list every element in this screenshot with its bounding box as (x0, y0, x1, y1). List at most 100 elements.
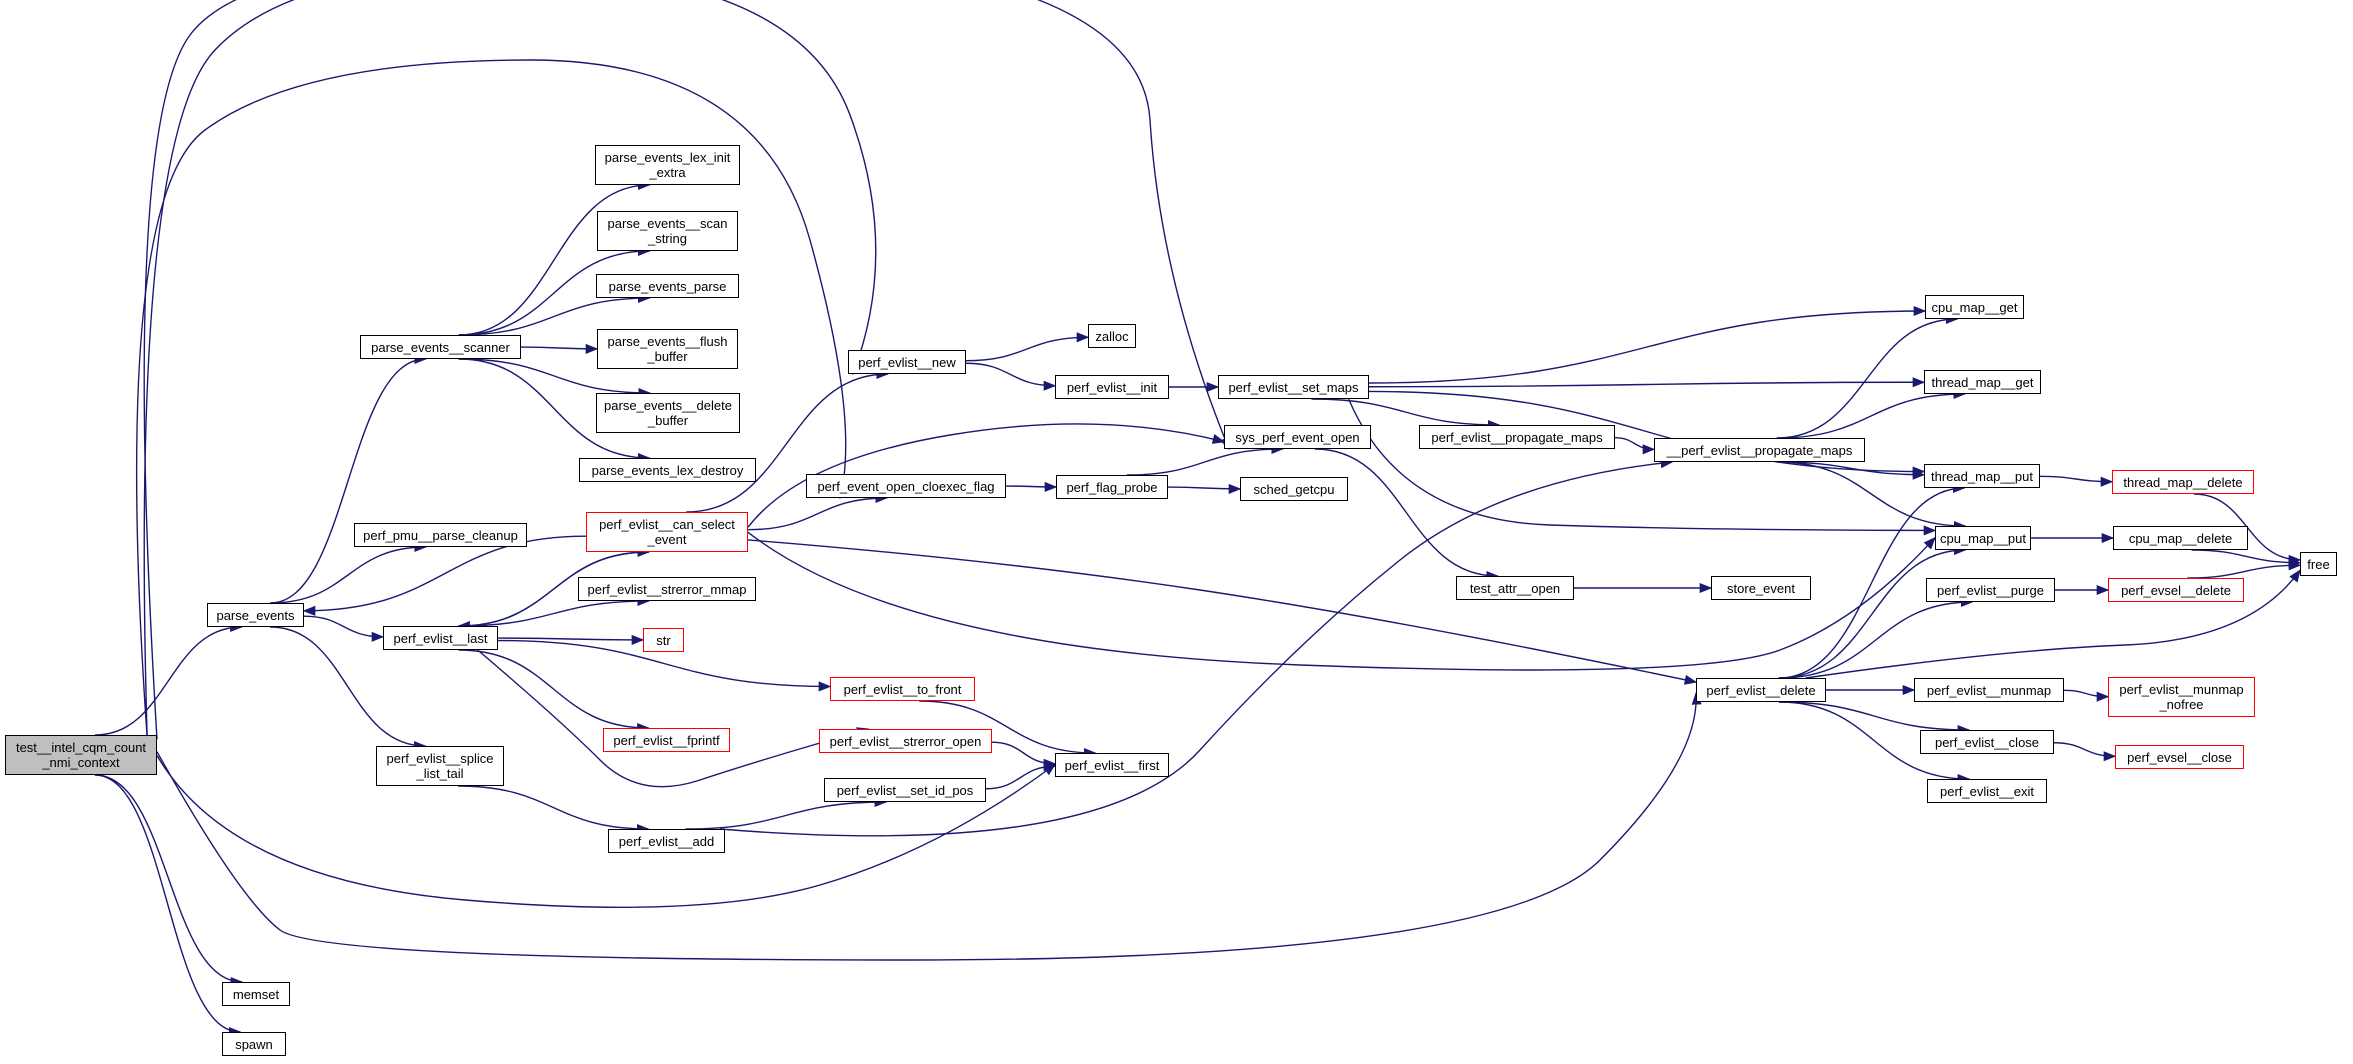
edge-perf-evlist-delete-to-thread-map-put (1778, 482, 1966, 679)
edge-parse-events-scanner-to-lex-init-extra (458, 179, 651, 336)
edge-root-to-spawn (94, 774, 242, 1037)
edge-can-select-event-to-cloexec-flag (747, 492, 889, 531)
edge-perf-evlist-last-to-to-front (497, 639, 832, 692)
edge-root-to-perf-evlist-delete (156, 691, 1702, 961)
edge-can-select-event-to-parse-events (302, 535, 587, 616)
node-perf-evlist-close[interactable]: perf_evlist__close (1920, 730, 2054, 754)
node-perf-evlist-add[interactable]: perf_evlist__add (608, 829, 725, 853)
node-flush-buffer[interactable]: parse_events__flush _buffer (597, 329, 738, 369)
node-store-event[interactable]: store_event (1711, 576, 1811, 600)
node-propagate-maps[interactable]: perf_evlist__propagate_maps (1419, 425, 1615, 449)
edge-perf-evlist-delete-to-perf-evlist-purge (1779, 596, 1974, 679)
edge-can-select-event-to-sys-perf-event-open (747, 423, 1226, 528)
edge-set-maps-to-thread-map-get (1368, 377, 1926, 388)
node-perf-evlist-delete[interactable]: perf_evlist__delete (1696, 678, 1826, 702)
edge-can-select-event-to-cpu-map-put (747, 531, 1936, 671)
edge-parse-events-to-perf-evlist-last (303, 615, 385, 642)
node-str[interactable]: str (643, 628, 684, 652)
node-cpu-map-delete[interactable]: cpu_map__delete (2113, 526, 2248, 550)
node-perf-evsel-close[interactable]: perf_evsel__close (2115, 745, 2244, 769)
node-to-front[interactable]: perf_evlist__to_front (830, 677, 975, 701)
node-parse-events-parse[interactable]: parse_events_parse (596, 274, 739, 298)
node-perf-evlist-init[interactable]: perf_evlist__init (1055, 375, 1169, 399)
edge-perf-evlist-close-to-perf-evsel-close (2053, 742, 2117, 762)
edge-set-maps-to-cpu-map-put (1348, 398, 1937, 536)
edge-perf-evsel-delete-to-free (2187, 560, 2302, 579)
node-thread-map-put[interactable]: thread_map__put (1924, 464, 2040, 488)
node-free[interactable]: free (2300, 552, 2337, 576)
node-thread-map-get[interactable]: thread_map__get (1924, 370, 2041, 394)
node-thread-map-delete[interactable]: thread_map__delete (2112, 470, 2254, 494)
node-perf-evlist-munmap[interactable]: perf_evlist__munmap (1914, 678, 2064, 702)
edge-perf-evlist-munmap-to-munmap-nofree (2063, 689, 2110, 702)
edge-flag-probe-to-sched-getcpu (1167, 483, 1242, 494)
edge-perf-evlist-delete-to-perf-evlist-exit (1779, 701, 1971, 785)
edge-root-to-cloexec-flag (135, 59, 848, 736)
node-strerror-open[interactable]: perf_evlist__strerror_open (819, 729, 992, 753)
node-propagate-maps[interactable]: __perf_evlist__propagate_maps (1654, 438, 1865, 462)
edge-set-maps-to-propagate-maps (1311, 398, 1501, 431)
edge-parse-events-scanner-to-parse-events-parse (458, 292, 651, 336)
node-set-maps[interactable]: perf_evlist__set_maps (1218, 375, 1369, 399)
edge-perf-evlist-add-to-propagate-maps (719, 458, 1674, 837)
edge-perf-evlist-add-to-set-id-pos (685, 796, 888, 830)
node-perf-evsel-delete[interactable]: perf_evsel__delete (2108, 578, 2244, 602)
node-perf-evlist-purge[interactable]: perf_evlist__purge (1926, 578, 2055, 602)
edge-to-front-to-perf-evlist-first (919, 700, 1097, 759)
node-test-attr-open[interactable]: test_attr__open (1456, 576, 1574, 600)
edge-set-id-pos-to-perf-evlist-first (985, 761, 1057, 790)
edge-parse-events-scanner-to-delete-buffer (458, 358, 652, 399)
node-cpu-map-put[interactable]: cpu_map__put (1935, 526, 2031, 550)
node-lex-init-extra[interactable]: parse_events_lex_init _extra (595, 145, 740, 185)
edge-parse-events-scanner-to-flush-buffer (520, 343, 599, 354)
node-munmap-nofree[interactable]: perf_evlist__munmap _nofree (2108, 677, 2255, 717)
node-set-id-pos[interactable]: perf_evlist__set_id_pos (824, 778, 986, 802)
node-perf-evlist-splice-list-tail[interactable]: perf_evlist__splice _list_tail (376, 746, 504, 786)
edge-perf-evlist-delete-to-cpu-map-put (1778, 544, 1967, 679)
node-can-select-event[interactable]: perf_evlist__can_select _event (586, 512, 748, 552)
node-zalloc[interactable]: zalloc (1088, 324, 1136, 348)
node-strerror-mmap[interactable]: perf_evlist__strerror_mmap (578, 577, 756, 601)
node-scan-string[interactable]: parse_events__scan _string (597, 211, 738, 251)
node-root: test__intel_cqm_count _nmi_context (5, 735, 157, 775)
edge-root-to-perf-evlist-first (156, 755, 1057, 908)
edge-propagate-maps-to-thread-map-put (1777, 461, 1926, 480)
edge-perf-evlist-last-to-str (497, 634, 645, 645)
edge-parse-events-scanner-to-lex-destroy (458, 358, 651, 464)
edge-set-maps-to-cpu-map-get (1368, 305, 1927, 384)
node-perf-pmu-parse-cleanup[interactable]: perf_pmu__parse_cleanup (354, 523, 527, 547)
node-delete-buffer[interactable]: parse_events__delete _buffer (596, 393, 740, 433)
node-flag-probe[interactable]: perf_flag_probe (1056, 475, 1168, 499)
node-lex-destroy[interactable]: parse_events_lex_destroy (579, 458, 756, 482)
node-sys-perf-event-open[interactable]: sys_perf_event_open (1224, 425, 1371, 449)
edge-parse-events-to-perf-pmu-parse-cleanup (270, 541, 427, 604)
node-memset[interactable]: memset (222, 982, 290, 1006)
edge-flag-probe-to-sys-perf-event-open (1126, 443, 1284, 476)
edge-parse-events-to-parse-events-scanner (270, 353, 427, 604)
edge-perf-evlist-new-to-perf-evlist-init (965, 362, 1057, 391)
node-parse-events[interactable]: parse_events (207, 603, 304, 627)
edge-can-select-event-to-perf-evlist-delete (747, 539, 1698, 685)
edge-perf-evlist-last-to-fprintf (458, 649, 650, 734)
node-cpu-map-get[interactable]: cpu_map__get (1925, 295, 2024, 319)
edge-propagate-maps-to-thread-map-get (1777, 388, 1966, 439)
edge-perf-evlist-last-to-strerror-open (477, 649, 870, 788)
node-fprintf[interactable]: perf_evlist__fprintf (603, 728, 730, 752)
node-perf-evlist-exit[interactable]: perf_evlist__exit (1927, 779, 2047, 803)
edge-propagate-maps-to-cpu-map-put (1777, 461, 1967, 532)
edge-can-select-event-to-perf-evlist-new (686, 368, 890, 513)
edge-root-to-memset (94, 774, 244, 988)
edge-cpu-map-delete-to-free (2191, 549, 2302, 568)
edge-perf-evlist-delete-to-free (1805, 569, 2301, 679)
edge-propagate-maps-to-cpu-map-get (1776, 313, 1959, 439)
node-sched-getcpu[interactable]: sched_getcpu (1240, 477, 1348, 501)
node-perf-evlist-first[interactable]: perf_evlist__first (1055, 753, 1169, 777)
edge-root-to-perf-evlist-new (143, 0, 877, 736)
node-parse-events-scanner[interactable]: parse_events__scanner (360, 335, 521, 359)
node-perf-evlist-last[interactable]: perf_evlist__last (383, 626, 498, 650)
edge-root-to-sys-perf-event-open (143, 0, 1230, 740)
node-cloexec-flag[interactable]: perf_event_open_cloexec_flag (806, 474, 1006, 498)
node-perf-evlist-new[interactable]: perf_evlist__new (848, 350, 966, 374)
node-spawn[interactable]: spawn (222, 1032, 286, 1056)
